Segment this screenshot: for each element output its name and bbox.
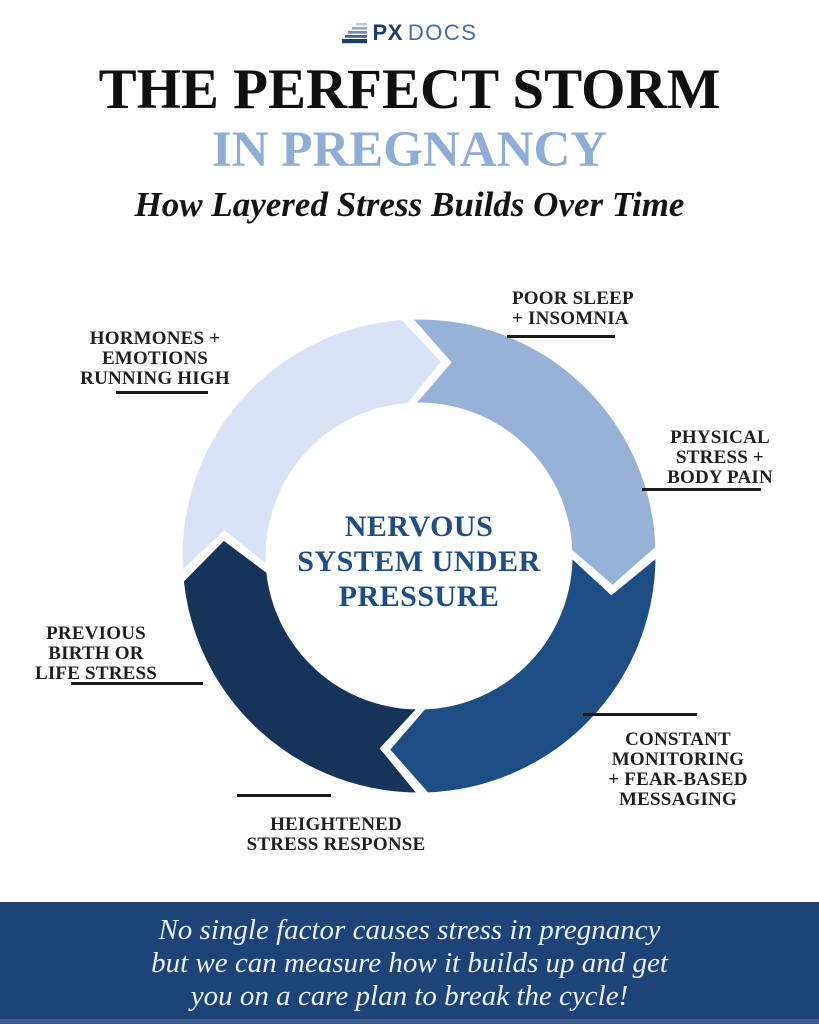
segment-bottom-right xyxy=(386,552,659,796)
callout-constant-monitoring: CONSTANT MONITORING + FEAR-BASED MESSAGI… xyxy=(608,729,748,810)
logo: PX DOCS xyxy=(0,20,819,46)
footer-message: No single factor causes stress in pregna… xyxy=(151,914,668,1012)
callout-heightened-response: HEIGHTENED STRESS RESPONSE xyxy=(246,814,426,855)
logo-text-px: PX xyxy=(372,20,403,45)
ring-center-label: NERVOUS SYSTEM UNDER PRESSURE xyxy=(297,510,541,613)
callout-hormones-emotions: HORMONES + EMOTIONS RUNNING HIGH xyxy=(80,328,230,389)
callout-line-constant-monitoring xyxy=(583,713,697,716)
segment-top-left xyxy=(179,317,445,576)
callout-line-previous-stress xyxy=(71,682,203,685)
logo-text-docs: DOCS xyxy=(407,20,478,45)
callout-line-physical-stress xyxy=(642,488,761,491)
stacked-bars-icon xyxy=(341,22,367,43)
segment-bottom-left xyxy=(180,536,423,796)
segment-top-right xyxy=(407,316,659,589)
callout-physical-stress: PHYSICAL STRESS + BODY PAIN xyxy=(667,427,773,488)
footer-banner: No single factor causes stress in pregna… xyxy=(0,902,819,1024)
page-subtitle: How Layered Stress Builds Over Time xyxy=(134,185,685,224)
callout-previous-stress: PREVIOUS BIRTH OR LIFE STRESS xyxy=(34,623,158,684)
page-title-line2: IN PREGNANCY xyxy=(211,122,608,178)
callout-poor-sleep: POOR SLEEP + INSOMNIA xyxy=(512,288,634,329)
callout-line-poor-sleep xyxy=(507,335,615,338)
callout-line-hormones-emotions xyxy=(116,391,208,394)
callout-line-heightened-response xyxy=(237,794,331,797)
footer-bottom-edge xyxy=(0,1019,819,1024)
page-title-line1: THE PERFECT STORM xyxy=(98,58,721,121)
